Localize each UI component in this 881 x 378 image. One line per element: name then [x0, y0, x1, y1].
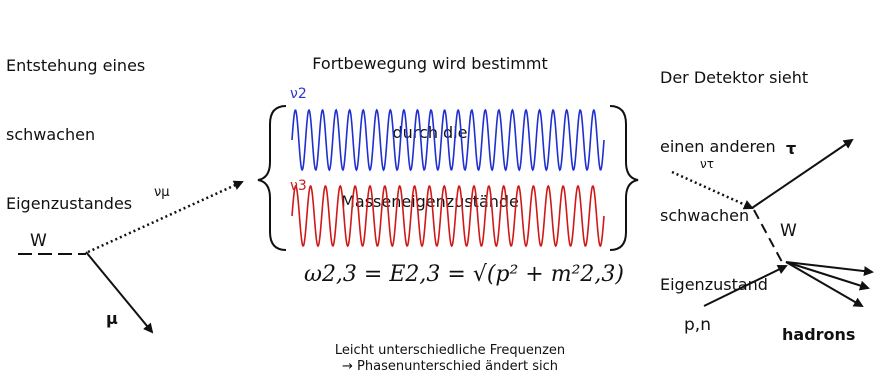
left-caption-line-2: schwachen [6, 125, 96, 144]
nu-tau-label: ντ [700, 157, 714, 171]
right-caption-line-3: schwachen [660, 206, 750, 225]
left-caption: Entstehung eines schwachen Eigenzustande… [6, 8, 145, 238]
pn-label: p,n [684, 315, 711, 335]
center-caption-line-1: Fortbewegung wird bestimmt [312, 54, 548, 73]
nu2-wave [291, 108, 605, 172]
right-caption-line-1: Der Detektor sieht [660, 68, 809, 87]
tau-arrow [751, 138, 854, 209]
right-brace [609, 105, 639, 251]
hadrons-label: hadrons [782, 325, 855, 344]
right-caption-line-2: einen anderen [660, 137, 776, 156]
center-caption-line-3: Masseneigenzustände [341, 192, 519, 211]
muon-arrow [85, 251, 154, 334]
nu2-label: ν2 [290, 86, 307, 102]
mu-label: μ [106, 309, 118, 328]
w-boson-right-line [753, 209, 783, 263]
footnote-line-1: Leicht unterschiedliche Frequenzen [334, 343, 566, 358]
frequency-formula: ω2,3 = E2,3 = √(p² + m²2,3) [304, 262, 624, 287]
w-left-label: W [30, 231, 47, 251]
nu-mu-label: νμ [154, 185, 170, 200]
nu-mu-dotted-arrow [87, 180, 244, 254]
nu3-wave [291, 184, 605, 248]
pn-arrow [703, 265, 788, 307]
right-caption: Der Detektor sieht einen anderen schwach… [660, 20, 808, 319]
left-caption-line-1: Entstehung eines [6, 56, 146, 75]
hadron-arrow-2 [785, 261, 870, 291]
right-caption-line-4: Eigenzustand [660, 275, 768, 294]
hadron-arrow-3 [785, 261, 864, 308]
left-caption-line-3: Eigenzustandes [6, 194, 133, 213]
nu3-label: ν3 [290, 178, 307, 194]
footnote: Leicht unterschiedliche Frequenzen → Pha… [290, 343, 610, 375]
left-brace [257, 105, 287, 251]
footnote-line-2: → Phasenunterschied ändert sich [342, 359, 558, 374]
tau-label: τ [786, 139, 796, 158]
nu-tau-dotted-arrow [671, 170, 754, 210]
hadron-arrow-1 [785, 261, 874, 277]
w-right-label: W [780, 221, 797, 241]
